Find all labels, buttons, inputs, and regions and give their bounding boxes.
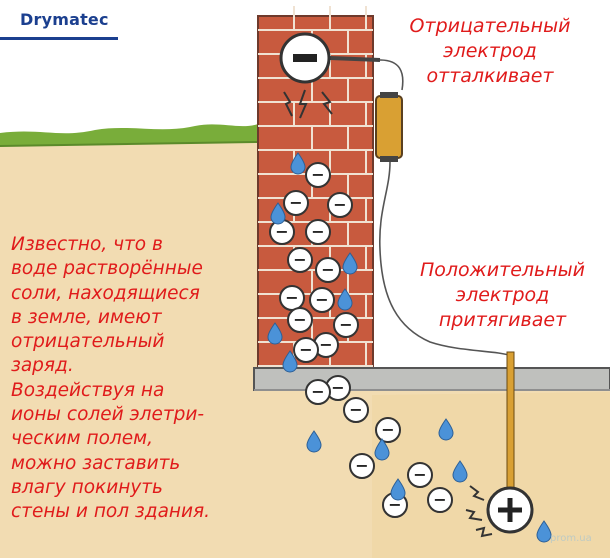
water-droplet	[452, 460, 468, 483]
spark-5	[465, 509, 483, 521]
water-droplet	[270, 202, 286, 225]
water-droplet	[267, 322, 283, 345]
ion: −	[327, 192, 353, 218]
soil-right	[372, 392, 610, 558]
soil-left	[0, 136, 258, 368]
ion: −	[343, 397, 369, 423]
ion-sign: −	[339, 315, 352, 334]
grass	[0, 124, 258, 146]
spark-3	[321, 91, 333, 115]
ion: −	[293, 337, 319, 363]
ion: −	[279, 285, 305, 311]
watermark: prom.ua	[550, 533, 592, 544]
ion-sign: −	[381, 420, 394, 439]
ion: −	[283, 190, 309, 216]
ion-sign: −	[333, 195, 346, 214]
ion-sign: −	[321, 260, 334, 279]
water-droplet	[374, 438, 390, 461]
ion: −	[315, 257, 341, 283]
positive-electrode-label: Положительный электрод притягивает	[419, 259, 586, 331]
ion-sign: −	[293, 310, 306, 329]
description-text: Известно, что в воде растворённые соли, …	[11, 234, 211, 523]
spark-6	[475, 526, 493, 538]
negative-electrode-sign	[293, 54, 317, 62]
ion-sign: −	[331, 378, 344, 397]
wire	[378, 59, 513, 357]
control-device-base	[380, 156, 398, 162]
ion: −	[427, 487, 453, 513]
ion: −	[349, 453, 375, 479]
salt-ions: −−−−−−−−−−−−−−−−−−−−−	[269, 162, 453, 518]
ion: −	[313, 332, 339, 358]
ion-sign: −	[275, 222, 288, 241]
ion: −	[269, 219, 295, 245]
ion-sign: −	[319, 335, 332, 354]
brand-logo: Drymatec	[20, 10, 109, 29]
water-droplets	[267, 152, 552, 543]
ion-sign: −	[315, 290, 328, 309]
ion-sign: −	[349, 400, 362, 419]
ion: −	[305, 162, 331, 188]
water-droplet	[337, 288, 353, 311]
water-droplet	[390, 478, 406, 501]
brand-underline	[0, 37, 118, 40]
ion: −	[333, 312, 359, 338]
water-droplet	[438, 418, 454, 441]
water-droplet	[536, 520, 552, 543]
control-device-cap	[380, 92, 398, 98]
ion-sign: −	[413, 465, 426, 484]
ion: −	[375, 417, 401, 443]
ion: −	[407, 462, 433, 488]
negative-electrode-label: Отрицательный электрод отталкивает	[409, 15, 571, 87]
spark-4	[469, 485, 485, 501]
ion-sign: −	[293, 250, 306, 269]
positive-rod	[506, 351, 515, 505]
water-droplet	[342, 252, 358, 275]
ion: −	[325, 375, 351, 401]
ion-sign: −	[433, 490, 446, 509]
ion-sign: −	[311, 222, 324, 241]
ion-sign: −	[355, 456, 368, 475]
ion-sign: −	[311, 382, 324, 401]
control-device	[375, 95, 403, 159]
ion: −	[287, 247, 313, 273]
ion-sign: −	[285, 288, 298, 307]
ion: −	[287, 307, 313, 333]
water-droplet	[306, 430, 322, 453]
positive-electrode-sign	[498, 498, 522, 522]
negative-rod	[329, 56, 381, 62]
spark-2	[298, 89, 308, 119]
ion-sign: −	[311, 165, 324, 184]
ion-sign: −	[289, 193, 302, 212]
grass-edge	[0, 141, 259, 147]
water-droplet	[290, 152, 306, 175]
ion: −	[309, 287, 335, 313]
water-droplet	[282, 350, 298, 373]
spark-1	[283, 91, 293, 117]
ion: −	[305, 219, 331, 245]
ion: −	[305, 379, 331, 405]
ion-sign: −	[299, 340, 312, 359]
